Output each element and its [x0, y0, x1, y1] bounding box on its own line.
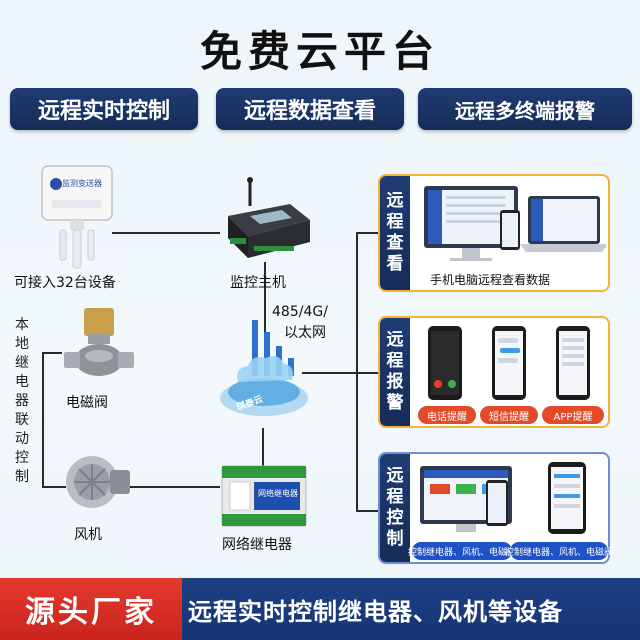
control-caption-pc: 控制继电器、风机、电磁阀 [408, 542, 516, 560]
feature-remote-control: 远程实时控制 [10, 88, 198, 130]
network-label-2: 以太网 [284, 325, 326, 341]
solenoid-valve-device [64, 308, 134, 376]
panel-remote-view-tab: 远程查看 [380, 176, 410, 290]
panel-remote-alarm: 远程报警 电话提醒 短信提醒 APP提醒 [378, 316, 610, 428]
transmitter-device [41, 165, 113, 269]
banner-slogan: 远程实时控制继电器、风机等设备 [188, 597, 563, 626]
relay-screen-text: 网络继电器 [258, 489, 298, 498]
feature-remote-data: 远程数据查看 [216, 88, 404, 130]
relay-label: 网络继电器 [222, 537, 292, 553]
control-screens [420, 462, 586, 534]
panel-remote-control-tab: 远程控制 [380, 454, 410, 562]
valve-label: 电磁阀 [66, 395, 108, 411]
host-label: 监控主机 [230, 275, 286, 291]
laptop-phone-screens [424, 186, 606, 261]
feature-multi-alarm: 远程多终端报警 [418, 88, 632, 130]
line-cloud-relay [262, 428, 264, 470]
alarm-chip-phone: 电话提醒 [418, 406, 476, 424]
sensor-label: 可接入32台设备 [14, 275, 116, 291]
line-linkage-vertical [42, 352, 44, 486]
line-host-cloud [264, 262, 266, 338]
line-linkage-top [42, 352, 62, 354]
line-cloud-hub [302, 372, 358, 374]
bottom-banner: 源头厂家 远程实时控制继电器、风机等设备 [0, 578, 640, 640]
linkage-vertical-label: 本地继电器联动控制 [15, 317, 29, 485]
line-hub-panel1 [356, 232, 380, 234]
fan-device [66, 456, 130, 508]
transmitter-brand: 监测变送器 [62, 179, 102, 188]
panel-remote-view-caption: 手机电脑远程查看数据 [424, 270, 557, 289]
line-hub-panel3 [356, 510, 380, 512]
banner-manufacturer: 源头厂家 [0, 578, 182, 640]
cloud-platform-icon [220, 320, 308, 416]
monitoring-host-device [228, 177, 310, 258]
line-sensor-host [112, 232, 220, 234]
panel-remote-alarm-tab: 远程报警 [380, 318, 410, 426]
line-hub-panel2 [356, 372, 380, 374]
network-label-1: 485/4G/ [272, 304, 328, 320]
alarm-phones [428, 326, 590, 400]
network-relay-device [221, 465, 307, 527]
panel-remote-control: 远程控制 控制继电器、风机、电磁阀 控制继电器、风机、电磁阀 [378, 452, 613, 564]
panel-remote-view: 远程查看 手机电脑远程查看数据 [378, 174, 610, 292]
line-fan-relay [128, 486, 220, 488]
line-linkage-bottom [42, 486, 66, 488]
fan-label: 风机 [74, 527, 102, 543]
alarm-chip-app: APP提醒 [542, 406, 604, 424]
control-caption-mobile: 控制继电器、风机、电磁阀 [505, 542, 613, 560]
alarm-chip-sms: 短信提醒 [480, 406, 538, 424]
page-title: 免费云平台 [199, 27, 440, 76]
